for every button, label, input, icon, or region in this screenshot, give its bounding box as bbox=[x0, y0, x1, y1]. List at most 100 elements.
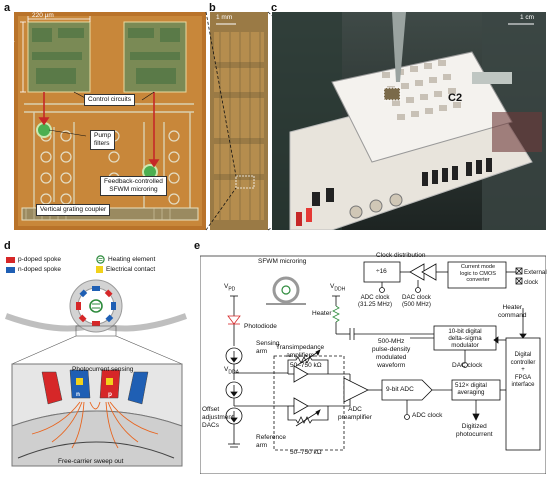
offset-3: DACs bbox=[202, 422, 219, 429]
legend-p-doped: p-doped spoke bbox=[6, 256, 61, 263]
panel-label-a: a bbox=[4, 2, 11, 14]
heating-element-icon bbox=[96, 255, 105, 264]
pdm-4: waveform bbox=[377, 362, 406, 369]
adc-pre-1: ADC bbox=[348, 406, 362, 413]
heater-cmd-1: Heater bbox=[502, 304, 523, 311]
label-9bit-adc: 9-bit ADC bbox=[386, 386, 414, 393]
dsm-2: delta–sigma modulator bbox=[448, 335, 482, 349]
label-dac-clock: DAC clock bbox=[452, 362, 483, 369]
tia-1: Transimpedance bbox=[276, 344, 325, 351]
digitized-2: photocurrent bbox=[456, 431, 493, 438]
ext-1: External bbox=[524, 269, 547, 276]
label-heater: Heater bbox=[312, 310, 332, 317]
cml-2: logic to CMOS bbox=[459, 270, 497, 277]
p-doped-swatch bbox=[6, 256, 15, 263]
legend-contact-text: Electrical contact bbox=[106, 266, 156, 273]
dim-width: 220 µm bbox=[32, 12, 54, 19]
panel-label-d: d bbox=[4, 240, 11, 252]
reference-arm-1: Reference bbox=[256, 434, 286, 441]
label-vpd: VPD bbox=[224, 283, 235, 292]
heater-cmd-2: command bbox=[498, 312, 527, 319]
ext-2: clock bbox=[524, 279, 539, 286]
pump-filters-line1: Pump bbox=[94, 132, 111, 139]
tia-2: amplifiers bbox=[286, 352, 314, 359]
label-vddh: VDDH bbox=[330, 283, 345, 292]
vdda-sub: DDA bbox=[228, 369, 239, 376]
dsm-1: 10-bit digital bbox=[448, 328, 482, 335]
label-dac-clock-top: DAC clock(500 MHz) bbox=[402, 294, 431, 308]
cml-3: converter bbox=[466, 277, 490, 284]
label-vertical-grating-coupler: Vertical grating coupler bbox=[36, 204, 111, 216]
label-sfwm-microring: Feedback-controlled SFWM microring bbox=[100, 176, 167, 196]
panel-b-chip-overview bbox=[210, 12, 268, 230]
digitized-1: Digitized bbox=[461, 423, 487, 430]
label-adc-clock-bottom: ADC clock bbox=[412, 412, 443, 419]
ctrl-4: FPGA bbox=[514, 374, 532, 381]
legend-n-doped-text: n-doped spoke bbox=[18, 266, 62, 273]
sfwm-line2: SFWM microring bbox=[109, 186, 158, 193]
adc-clk-top-1: ADC clock bbox=[360, 294, 390, 301]
label-control-circuits: Control circuits bbox=[84, 94, 135, 106]
pdm-1: 500-MHz bbox=[377, 338, 405, 345]
scale-1cm: 1 cm bbox=[520, 14, 535, 21]
dac-clk-top-2: (500 MHz) bbox=[402, 301, 431, 308]
offset-2: adjustment bbox=[202, 414, 234, 421]
panel-e-circuit-diagram bbox=[200, 255, 546, 474]
sensing-arm-1: Sensing bbox=[256, 340, 280, 347]
label-free-carrier-sweep: Free-carrier sweep out bbox=[58, 458, 124, 465]
ctrl-2: controller bbox=[510, 359, 536, 366]
adc-clk-top-2: (31.25 MHz) bbox=[358, 301, 393, 308]
ctrl-1: Digital bbox=[514, 352, 532, 358]
label-r-bottom: 50–750 kΩ bbox=[290, 449, 322, 456]
label-pump-filters: Pump filters bbox=[90, 130, 115, 150]
panel-label-e: e bbox=[194, 240, 201, 252]
panel-label-c: c bbox=[271, 2, 278, 14]
legend-n-doped: n-doped spoke bbox=[6, 266, 61, 273]
label-n: n bbox=[76, 391, 80, 398]
n-doped-swatch bbox=[6, 266, 15, 273]
ctrl-3: + bbox=[521, 367, 525, 373]
pdm-3: modulated bbox=[375, 354, 407, 361]
board-label-c2: C2 bbox=[448, 92, 463, 104]
legend-p-doped-text: p-doped spoke bbox=[18, 256, 62, 263]
label-vdda: VDDA bbox=[224, 366, 239, 375]
ctrl-5: interface bbox=[511, 382, 535, 388]
label-p: p bbox=[108, 391, 112, 398]
panel-d-ring-diagram bbox=[4, 279, 188, 467]
legend-heating-text: Heating element bbox=[108, 256, 156, 263]
averaging-1: 512× digital bbox=[455, 382, 487, 389]
label-adc-clock-top: ADC clock(31.25 MHz) bbox=[358, 294, 392, 308]
adc-pre-2: preamplifier bbox=[338, 414, 372, 421]
vdda-main: V bbox=[224, 366, 229, 373]
scale-1mm: 1 mm bbox=[216, 14, 233, 21]
pump-filters-line2: filters bbox=[94, 140, 110, 147]
sensing-arm-2: arm bbox=[256, 348, 268, 355]
cml-1: Current mode bbox=[460, 264, 496, 270]
vpd-main: V bbox=[224, 283, 229, 290]
dac-clk-top-1: DAC clock bbox=[402, 294, 431, 301]
label-photocurrent-sensing: Photocurrent sensing bbox=[72, 366, 134, 373]
vddh-sub: DDH bbox=[334, 286, 346, 293]
legend-contact: Electrical contact bbox=[96, 266, 155, 273]
reference-arm-2: arm bbox=[256, 442, 268, 449]
vddh-main: V bbox=[330, 283, 335, 290]
label-photodiode: Photodiode bbox=[244, 323, 277, 330]
panel-c-board-photo bbox=[272, 12, 546, 230]
label-sfwm: SFWM microring bbox=[258, 258, 307, 265]
offset-1: Offset bbox=[202, 406, 220, 413]
label-div16: ÷16 bbox=[376, 268, 387, 275]
contact-swatch bbox=[96, 266, 103, 273]
label-external-clock: External clock bbox=[524, 268, 547, 288]
